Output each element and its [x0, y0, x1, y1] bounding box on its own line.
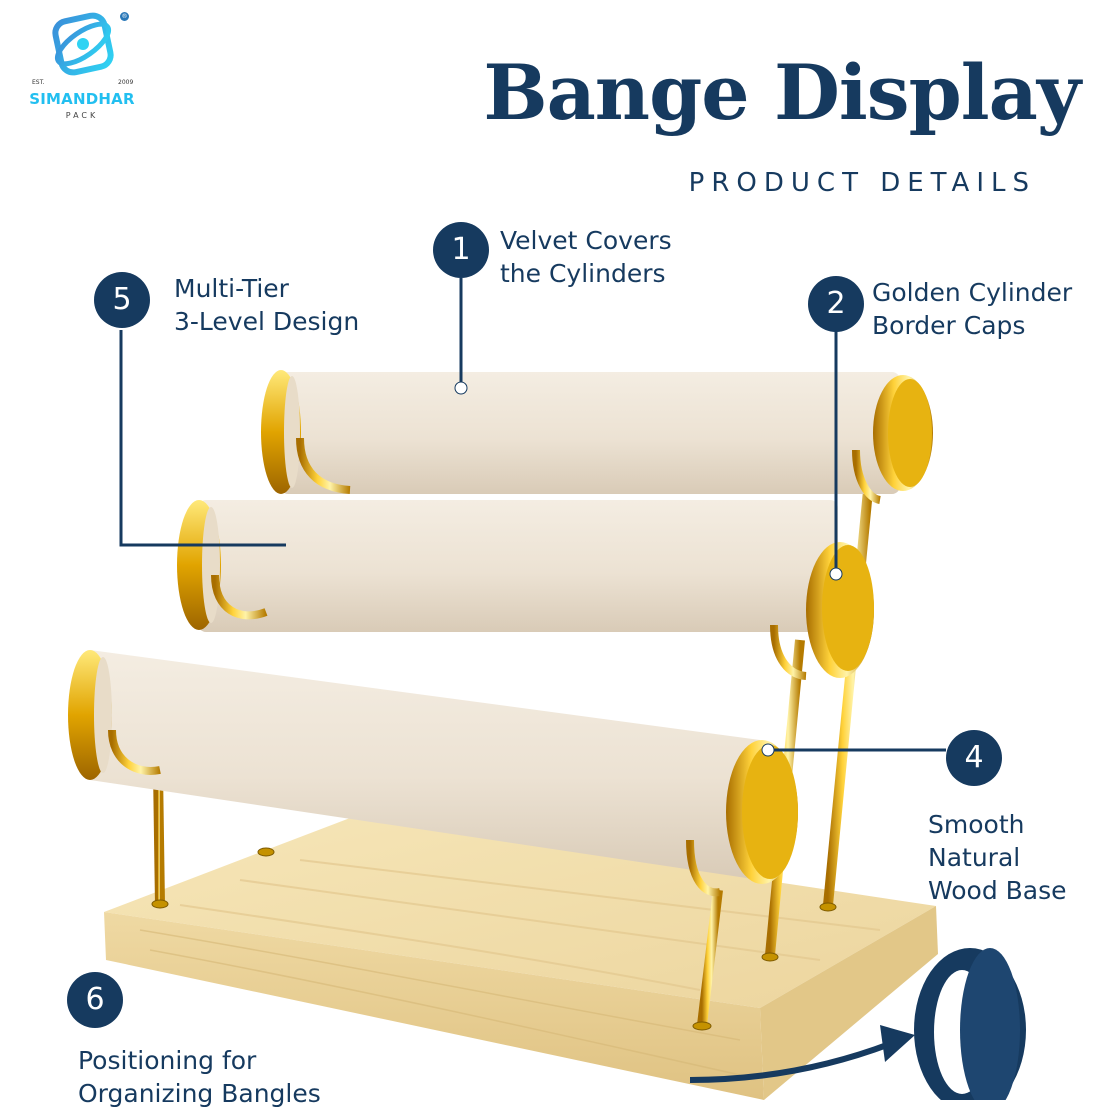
bangle-ring-icon	[914, 948, 1026, 1100]
rotation-arrow-icon	[689, 1025, 915, 1083]
wood-base	[104, 818, 938, 1100]
logo-est: EST.	[32, 79, 45, 86]
cylinder-bottom	[68, 650, 798, 897]
callout-anchor-dots	[454, 381, 843, 757]
callout-2-number: 2	[808, 276, 864, 332]
logo-brand-name: SIMANDHAR	[29, 90, 135, 108]
support-legs-front	[153, 769, 723, 1026]
logo-sub: PACK	[65, 111, 99, 120]
callout-5-number: 5	[94, 272, 150, 328]
brand-logo: ® EST. 2009 SIMANDHAR PACK	[22, 10, 152, 120]
callout-1-label: Velvet Covers the Cylinders	[500, 226, 672, 288]
callout-5-label: Multi-Tier 3-Level Design	[174, 274, 360, 336]
logo-year: 2009	[118, 79, 134, 86]
cylinder-middle	[177, 500, 874, 680]
callout-1-number: 1	[433, 222, 489, 278]
cylinder-top	[261, 370, 933, 504]
atom-orbit-logo-icon	[52, 12, 114, 76]
callout-4-number: 4	[946, 730, 1002, 786]
callout-6-label: Positioning for Organizing Bangles	[78, 1046, 321, 1108]
callout-6-number: 6	[67, 972, 123, 1028]
page-title: Bange Display	[483, 48, 1081, 137]
callout-4-label: Smooth Natural Wood Base	[928, 810, 1067, 905]
callout-2-label: Golden Cylinder Border Caps	[872, 278, 1073, 340]
callout-leader-lines	[119, 278, 946, 752]
page-subtitle: PRODUCT DETAILS	[688, 168, 1036, 198]
registered-mark: ®	[120, 12, 129, 21]
leg-screws	[151, 847, 837, 1031]
